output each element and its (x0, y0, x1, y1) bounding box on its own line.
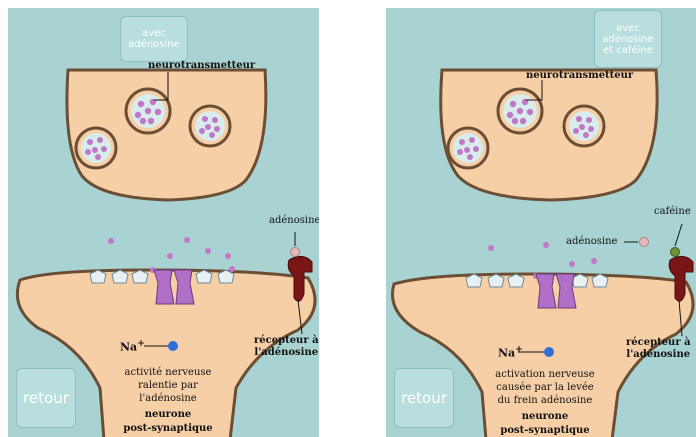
caffeine-molecule (671, 248, 680, 257)
sodium-symbol: Na (120, 341, 137, 354)
sodium-symbol: Na (498, 347, 515, 360)
adenosine-label: adénosine (566, 236, 617, 247)
sodium-charge: + (137, 339, 145, 349)
synapse-panel-adenosine-caffeine: avec adénosine et caféine neurotransmett… (386, 8, 696, 437)
sodium-charge: + (515, 345, 523, 355)
sodium-label: Na+ (120, 339, 145, 354)
neurotransmitter-molecule (108, 237, 231, 259)
vesicle (498, 89, 542, 133)
receptor-label: récepteur à l'adénosine (254, 335, 319, 359)
sodium-label: Na+ (498, 345, 523, 360)
vesicle (564, 106, 604, 146)
vesicle (76, 128, 116, 168)
back-button[interactable]: retour (394, 368, 454, 428)
activity-text: activation nerveuse causée par la levée … (490, 368, 600, 407)
activity-text: activité nerveuse ralentie par l'adénosi… (118, 366, 218, 405)
adenosine-label: adénosine (269, 215, 319, 226)
sodium-ion (168, 341, 178, 351)
receptor-label: récepteur à l'adénosine (626, 337, 691, 361)
synapse-panel-adenosine: avec adénosine neurotransmetteur adénosi… (8, 8, 319, 437)
neurotransmitter-label: neurotransmetteur (148, 60, 255, 71)
caffeine-label: caféine (654, 206, 691, 217)
neuron-label: neurone post-synaptique (118, 408, 218, 436)
mode-adenosine-button[interactable]: avec adénosine (120, 16, 188, 62)
vesicle (190, 106, 230, 146)
neuron-label: neurone post-synaptique (495, 410, 595, 437)
back-button[interactable]: retour (16, 368, 76, 428)
sodium-ion (544, 347, 554, 357)
vesicle (126, 89, 170, 133)
mode-adenosine-caffeine-button[interactable]: avec adénosine et caféine (594, 10, 662, 68)
vesicle (448, 128, 488, 168)
adenosine-molecule (640, 238, 649, 247)
neurotransmitter-label: neurotransmetteur (526, 70, 633, 81)
adenosine-molecule (291, 248, 300, 257)
